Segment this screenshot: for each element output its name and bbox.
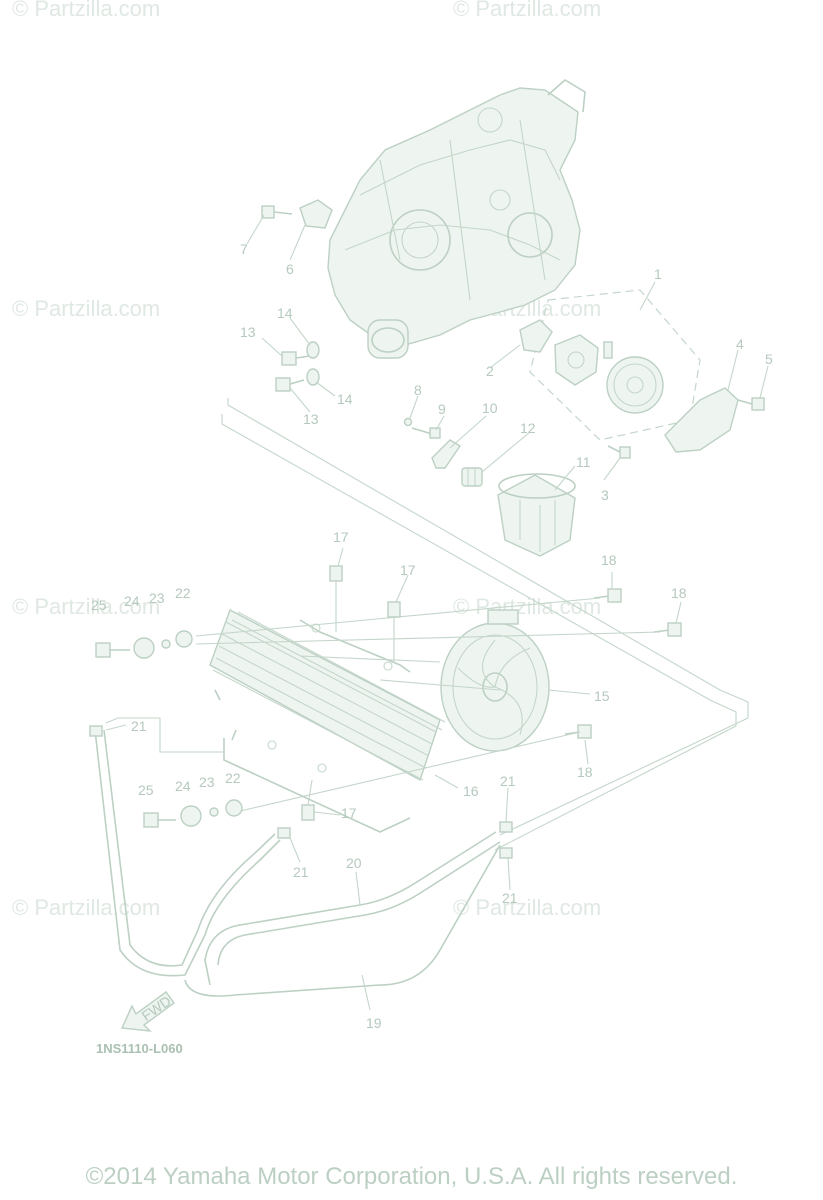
callout-18b: 18 [671,585,687,601]
o-ring-8 [403,417,413,427]
bolt-18a [593,588,622,603]
callout-labels: 1 2 3 4 5 6 7 8 9 10 11 12 13 13 14 14 1… [91,241,773,1031]
washer-14a [306,341,320,359]
callout-21c: 21 [500,773,516,789]
callout-23a: 23 [149,590,165,606]
callout-19: 19 [366,1015,382,1031]
callout-24b: 24 [175,778,191,794]
callout-21a: 21 [131,718,147,734]
callout-17a: 17 [333,529,349,545]
callout-21d: 21 [502,890,518,906]
watermark: © Partzilla.com [12,895,161,920]
callout-9: 9 [438,401,446,417]
cover-4 [664,387,739,453]
clamp-21d [499,847,513,859]
callout-10: 10 [482,400,498,416]
callout-6: 6 [286,261,294,277]
clamp-21b [277,827,291,839]
callout-2: 2 [486,363,494,379]
bracket-10 [431,439,461,469]
callout-3: 3 [601,487,609,503]
callout-18a: 18 [601,552,617,568]
damper-17b [387,601,401,618]
callout-22b: 22 [225,770,241,786]
washer-14b [306,368,320,386]
callout-14a: 14 [277,305,293,321]
callout-13a: 13 [240,324,256,340]
callout-24a: 24 [124,593,140,609]
callout-17c: 17 [341,805,357,821]
oil-hose-19 [94,729,501,997]
bolt-9 [411,427,441,439]
oil-pump-group-box [529,289,701,441]
watermark: © Partzilla.com [453,0,602,21]
bolt-7 [261,205,293,219]
callout-14b: 14 [337,391,353,407]
watermark: © Partzilla.com [12,594,161,619]
callout-5: 5 [765,351,773,367]
bolt-5 [737,397,765,411]
leader-lines [105,214,769,1011]
mount-set-lower [143,799,243,828]
copyright-notice: ©2014 Yamaha Motor Corporation, U.S.A. A… [85,1163,738,1190]
diagram-code: 1NS1110-L060 [96,1041,183,1056]
mount-set-upper [95,630,193,659]
callout-8: 8 [414,382,422,398]
callout-25a: 25 [91,597,107,613]
oil-cooler-16 [209,609,446,782]
bracket-6 [299,199,333,229]
bolt-18b [653,622,682,637]
cooling-fan-15 [440,609,550,752]
oil-pump-gear [606,356,664,414]
callout-18c: 18 [577,764,593,780]
clamp-21a [89,725,103,737]
callout-25b: 25 [138,782,154,798]
union-bolt-12 [461,467,483,487]
callout-21b: 21 [293,864,309,880]
bolt-3 [607,445,631,459]
oil-pump [554,334,613,386]
watermark: © Partzilla.com [453,895,602,920]
watermark: © Partzilla.com [12,0,161,21]
gasket-2 [519,319,553,353]
bolt-18c [564,724,592,739]
fwd-arrow-icon: FWD [120,991,175,1032]
oil-filter-11 [497,473,576,557]
callout-22a: 22 [175,585,191,601]
callout-23b: 23 [199,774,215,790]
callout-20: 20 [346,855,362,871]
crankcase [327,79,586,359]
callout-1: 1 [654,266,662,282]
callout-16: 16 [463,783,479,799]
callout-15: 15 [594,688,610,704]
callout-13b: 13 [303,411,319,427]
damper-17a [329,565,343,582]
callout-12: 12 [520,420,536,436]
damper-17c [301,804,315,821]
watermark: © Partzilla.com [12,296,161,321]
callout-17b: 17 [400,562,416,578]
drain-plug-13b [275,377,305,392]
clamp-21c [499,821,513,833]
drain-plug-13a [281,351,311,366]
callout-11: 11 [576,454,591,470]
callout-7: 7 [240,241,248,257]
callout-4: 4 [736,336,744,352]
